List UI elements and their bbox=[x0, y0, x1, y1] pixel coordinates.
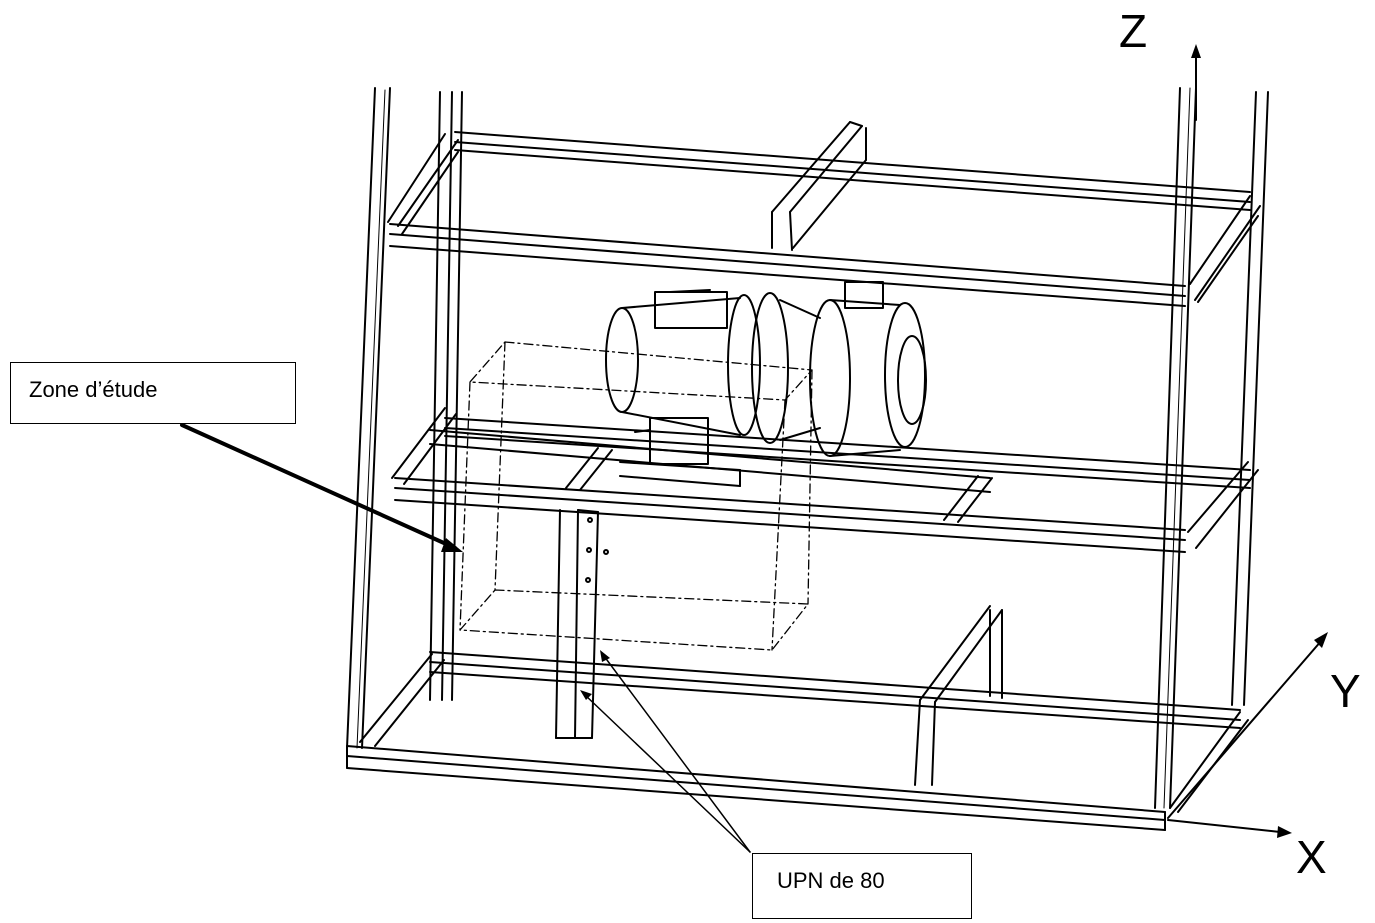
axis-z-arrow bbox=[1191, 44, 1201, 121]
axis-x-arrow bbox=[1167, 819, 1292, 838]
motor-support bbox=[429, 429, 993, 523]
upper-frame bbox=[387, 131, 1261, 307]
upper-cross-member bbox=[771, 121, 867, 251]
lower-right-bracket bbox=[914, 605, 1003, 786]
motor-assembly bbox=[605, 281, 927, 465]
left-back-post bbox=[429, 91, 463, 701]
upn-leader-lines bbox=[580, 650, 751, 853]
right-front-post bbox=[1154, 87, 1197, 809]
zone-etude-label: Zone d’étude bbox=[10, 362, 296, 424]
left-front-post bbox=[346, 87, 391, 749]
axis-z-label: Z bbox=[1119, 5, 1148, 57]
zone-leader-arrow bbox=[180, 423, 463, 552]
right-back-post bbox=[1231, 91, 1269, 706]
middle-frame bbox=[391, 407, 1259, 553]
study-zone-box bbox=[459, 341, 813, 651]
bottom-frame bbox=[346, 651, 1249, 831]
axis-y-arrow bbox=[1167, 632, 1328, 819]
upn-column bbox=[555, 509, 609, 739]
upn-label: UPN de 80 bbox=[752, 853, 972, 919]
axis-x-label: X bbox=[1296, 831, 1327, 883]
axis-y-label: Y bbox=[1330, 665, 1361, 717]
